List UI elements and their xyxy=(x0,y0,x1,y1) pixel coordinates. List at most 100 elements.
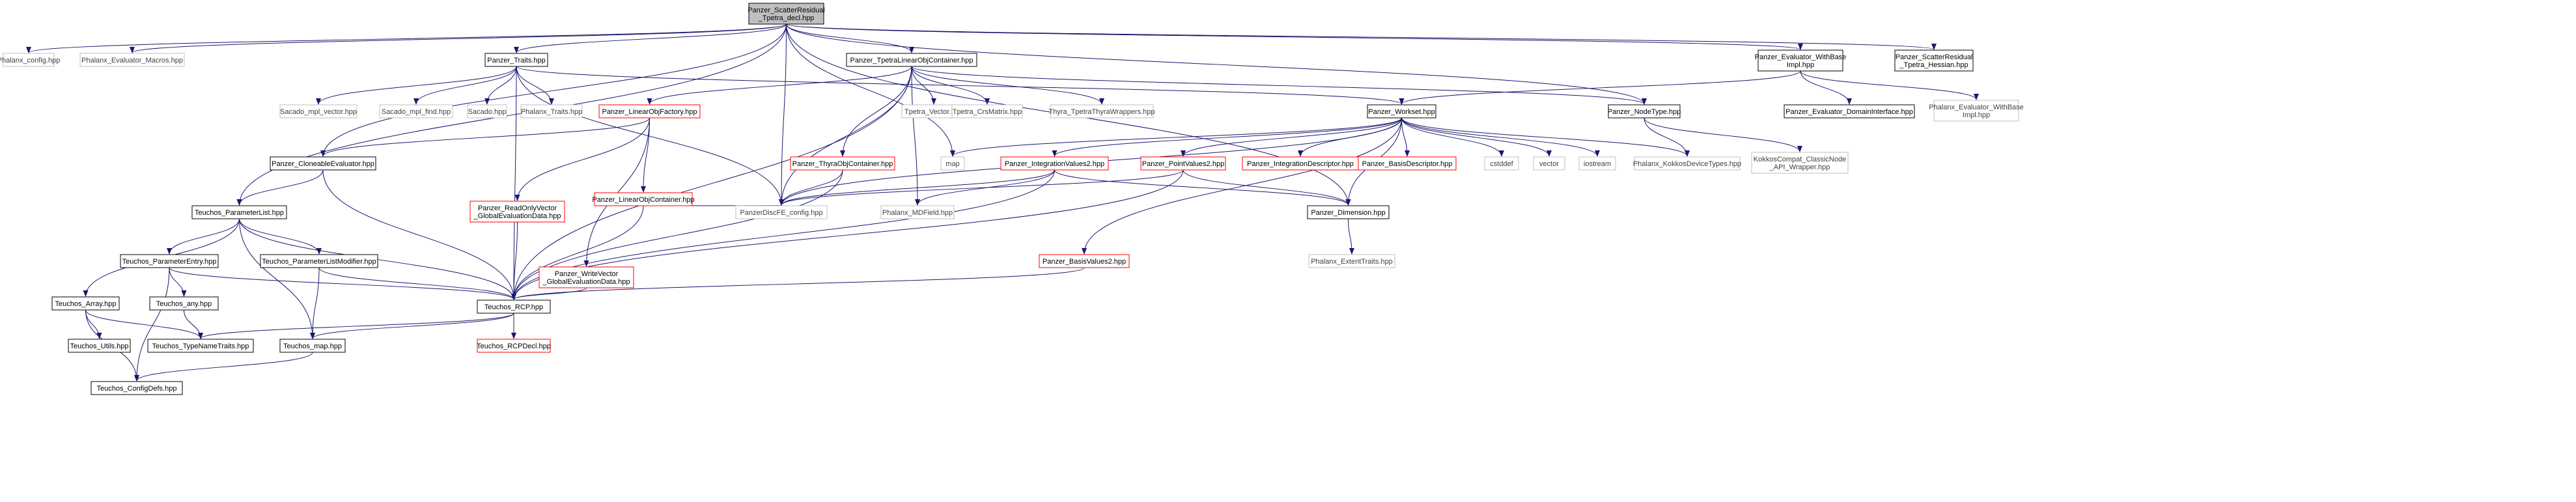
node-teuchos_array[interactable]: Teuchos_Array.hpp xyxy=(51,296,120,311)
edge-panzer_tpetra_loc-to-panzer_thyra_oc xyxy=(840,66,912,157)
edge-teuchos_plm-to-teuchos_rcp xyxy=(318,267,516,300)
node-phalanx_extent_traits[interactable]: Phalanx_ExtentTraits.hpp xyxy=(1308,254,1395,268)
edge-root-to-panzer_eval_wbi xyxy=(786,23,1803,50)
edge-panzer_nodetype-to-phalanx_kokkos_dt xyxy=(1644,117,1690,157)
node-box xyxy=(149,296,219,311)
node-root[interactable]: Panzer_ScatterResidual_Tpetra_decl.hpp xyxy=(748,3,825,25)
node-thyra_tpetra_wrappers[interactable]: Thyra_TpetraThyraWrappers.hpp xyxy=(1048,104,1155,119)
node-label: _GlobalEvaluationData.hpp xyxy=(473,212,561,220)
node-teuchos_paramlist[interactable]: Teuchos_ParameterList.hpp xyxy=(191,205,287,219)
node-panzer_loc[interactable]: Panzer_LinearObjContainer.hpp xyxy=(592,192,695,206)
edge-teuchos_rcp-to-teuchos_map xyxy=(310,313,514,339)
edge-root-to-panzer_nodetype xyxy=(786,23,1647,105)
node-teuchos_plm[interactable]: Teuchos_ParameterListModifier.hpp xyxy=(260,254,378,268)
node-kokkos_compat[interactable]: KokkosCompat_ClassicNode_API_Wrapper.hpp xyxy=(1751,152,1849,174)
node-label: map xyxy=(945,160,959,168)
node-panzer_bv2[interactable]: Panzer_BasisValues2.hpp xyxy=(1039,254,1130,268)
node-map_mid[interactable]: map xyxy=(940,156,965,171)
node-label: Impl.hpp xyxy=(1787,61,1814,69)
node-sacado_mpl_vector[interactable]: Sacado_mpl_vector.hpp xyxy=(279,104,357,119)
node-panzer_discfe_config[interactable]: PanzerDiscFE_config.hpp xyxy=(735,205,828,219)
node-box xyxy=(1358,156,1457,171)
node-label: Teuchos_ParameterEntry.hpp xyxy=(122,258,217,266)
node-vector[interactable]: vector xyxy=(1533,156,1565,171)
node-label: Phalanx_Traits.hpp xyxy=(521,108,582,116)
node-panzer_int_desc[interactable]: Panzer_IntegrationDescriptor.hpp xyxy=(1242,156,1359,171)
node-label: _GlobalEvaluationData.hpp xyxy=(542,278,630,286)
node-panzer_workset[interactable]: Panzer_Workset.hpp xyxy=(1367,104,1436,119)
node-panzer_wo_vector[interactable]: Panzer_WriteVector_GlobalEvaluationData.… xyxy=(539,266,634,288)
edge-panzer_thyra_oc-to-teuchos_rcp xyxy=(511,169,843,300)
node-box xyxy=(940,156,965,171)
node-panzer_traits[interactable]: Panzer_Traits.hpp xyxy=(484,53,548,67)
node-tpetra_crsmatrix[interactable]: Tpetra_CrsMatrix.hpp xyxy=(951,104,1023,119)
node-box xyxy=(1757,49,1843,72)
node-panzer_pv2[interactable]: Panzer_PointValues2.hpp xyxy=(1140,156,1226,171)
node-label: Panzer_IntegrationValues2.hpp xyxy=(1005,160,1104,168)
node-label: Teuchos_ParameterList.hpp xyxy=(195,209,284,217)
edges-layer xyxy=(26,23,1979,382)
node-box xyxy=(79,53,185,67)
node-panzer_tpetra_loc[interactable]: Panzer_TpetraLinearObjContainer.hpp xyxy=(846,53,977,67)
node-box xyxy=(880,205,955,219)
node-box xyxy=(1634,156,1741,171)
node-box xyxy=(279,339,346,353)
node-label: Panzer_IntegrationDescriptor.hpp xyxy=(1247,160,1354,168)
node-label: Panzer_LinearObjFactory.hpp xyxy=(602,108,697,116)
node-label: Phalanx_config.hpp xyxy=(0,57,60,64)
node-box xyxy=(191,205,287,219)
node-panzer_thyra_oc[interactable]: Panzer_ThyraObjContainer.hpp xyxy=(790,156,895,171)
node-label: Panzer_ScatterResidual xyxy=(1896,53,1973,61)
node-teuchos_map[interactable]: Teuchos_map.hpp xyxy=(279,339,346,353)
node-teuchos_rcp[interactable]: Teuchos_RCP.hpp xyxy=(477,300,551,314)
edge-panzer_tpetra_loc-to-phalanx_mdfield xyxy=(911,66,920,206)
node-panzer_dimension[interactable]: Panzer_Dimension.hpp xyxy=(1307,205,1390,219)
edge-panzer_dimension-to-phalanx_extent_traits xyxy=(1348,218,1354,255)
node-panzer_nodetype[interactable]: Panzer_NodeType.hpp xyxy=(1608,104,1681,119)
node-tpetra_vector[interactable]: Tpetra_Vector.hpp xyxy=(901,104,966,119)
edge-panzer_lof-to-panzer_cloneable_eval xyxy=(320,117,650,157)
node-label: Panzer_ReadOnlyVector xyxy=(478,204,557,212)
edge-panzer_iv2-to-panzer_dimension xyxy=(1054,169,1351,206)
node-label: Phalanx_Evaluator_Macros.hpp xyxy=(81,57,183,64)
edge-teuchos_paramlist-to-teuchos_param_entry xyxy=(167,218,240,255)
node-teuchos_any[interactable]: Teuchos_any.hpp xyxy=(149,296,219,311)
node-sacado[interactable]: Sacado.hpp xyxy=(467,104,507,119)
node-phalanx_kokkos_dt[interactable]: Phalanx_KokkosDeviceTypes.hpp xyxy=(1633,156,1741,171)
node-phalanx_traits[interactable]: Phalanx_Traits.hpp xyxy=(520,104,583,119)
node-panzer_eval_domain_iface[interactable]: Panzer_Evaluator_DomainInterface.hpp xyxy=(1784,104,1915,119)
node-box xyxy=(539,266,634,288)
node-teuchos_tnt[interactable]: Teuchos_TypeNameTraits.hpp xyxy=(147,339,254,353)
node-teuchos_param_entry[interactable]: Teuchos_ParameterEntry.hpp xyxy=(120,254,219,268)
node-phalanx_mdfield[interactable]: Phalanx_MDField.hpp xyxy=(880,205,955,219)
edge-root-to-panzer_traits xyxy=(514,23,787,53)
node-panzer_scatter_hessian[interactable]: Panzer_ScatterResidual_Tpetra_Hessian.hp… xyxy=(1894,49,1974,72)
node-sacado_mpl_find[interactable]: Sacado_mpl_find.hpp xyxy=(379,104,453,119)
node-teuchos_rcpdecl[interactable]: Teuchos_RCPDecl.hpp xyxy=(477,339,551,353)
node-panzer_iv2[interactable]: Panzer_IntegrationValues2.hpp xyxy=(1000,156,1109,171)
node-box xyxy=(1751,152,1849,174)
node-box xyxy=(748,3,824,25)
node-iostream[interactable]: iostream xyxy=(1578,156,1616,171)
node-box xyxy=(735,205,828,219)
edge-panzer_workset-to-panzer_bv2 xyxy=(1082,117,1402,255)
node-label: Teuchos_Utils.hpp xyxy=(70,342,129,350)
node-panzer_cloneable_eval[interactable]: Panzer_CloneableEvaluator.hpp xyxy=(270,156,376,171)
edge-panzer_tpetra_loc-to-panzer_lof xyxy=(647,66,912,105)
node-box xyxy=(467,104,507,119)
node-panzer_basis_desc[interactable]: Panzer_BasisDescriptor.hpp xyxy=(1358,156,1457,171)
node-panzer_ro_vector[interactable]: Panzer_ReadOnlyVector_GlobalEvaluationDa… xyxy=(469,201,565,223)
edge-root-to-panzer_tpetra_loc xyxy=(786,23,914,53)
node-cstddef[interactable]: cstddef xyxy=(1484,156,1519,171)
node-teuchos_configdefs[interactable]: Teuchos_ConfigDefs.hpp xyxy=(91,381,183,395)
node-label: Teuchos_ConfigDefs.hpp xyxy=(97,385,177,393)
node-panzer_lof[interactable]: Panzer_LinearObjFactory.hpp xyxy=(598,104,701,119)
node-phalanx_config[interactable]: Phalanx_config.hpp xyxy=(0,53,60,67)
node-box xyxy=(1933,100,2019,122)
node-phalanx_eval_macros[interactable]: Phalanx_Evaluator_Macros.hpp xyxy=(79,53,185,67)
node-box xyxy=(379,104,453,119)
node-teuchos_utils[interactable]: Teuchos_Utils.hpp xyxy=(68,339,131,353)
